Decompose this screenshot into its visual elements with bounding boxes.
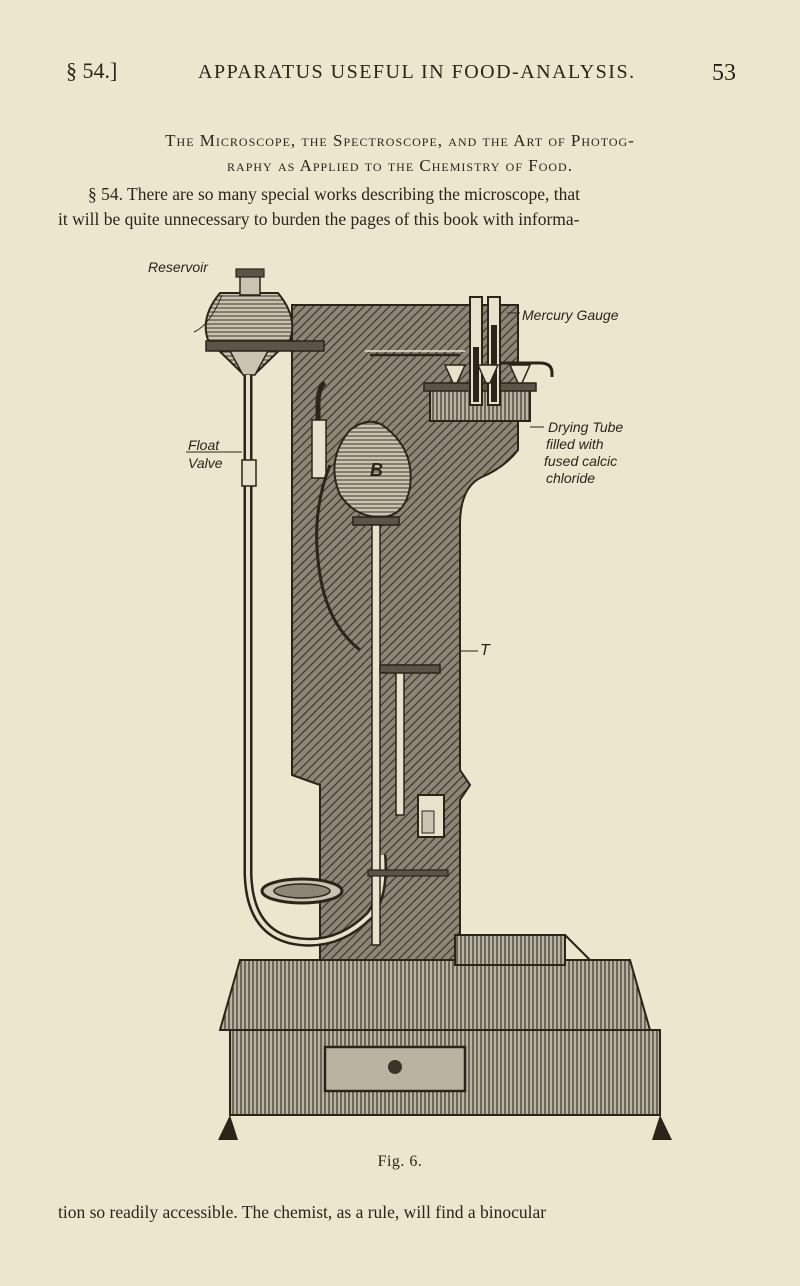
central-tube bbox=[371, 524, 381, 946]
tube-t-label: T bbox=[480, 642, 490, 659]
heading-line-1: The Microscope, the Spectroscope, and th… bbox=[165, 131, 635, 150]
mercury-gauge-label: Mercury Gauge bbox=[522, 307, 619, 323]
drying-tube-label-3: fused calcic bbox=[544, 453, 618, 469]
apparatus-illustration bbox=[186, 268, 672, 1140]
float-label: Float bbox=[188, 437, 220, 453]
apparatus-figure: Reservoir Mercury Gauge Float Valve Dryi… bbox=[148, 255, 700, 1145]
float-valve bbox=[241, 459, 257, 487]
running-head-title: APPARATUS USEFUL IN FOOD-ANALYSIS. bbox=[198, 61, 636, 83]
apparatus-base bbox=[218, 959, 652, 1031]
drawer-knob bbox=[388, 1060, 402, 1074]
reservoir-label: Reservoir bbox=[148, 259, 208, 275]
continuation-line: tion so readily accessible. The chemist,… bbox=[58, 1202, 547, 1222]
drying-tube-label-4: chloride bbox=[546, 470, 596, 486]
drying-tube-label-1: Drying Tube bbox=[548, 419, 624, 435]
paragraph-line-2: it will be quite unnecessary to burden t… bbox=[58, 209, 580, 229]
paragraph-line-1: § 54. There are so many special works de… bbox=[88, 184, 580, 204]
bulb-b-label: B bbox=[370, 460, 383, 480]
drying-tube bbox=[500, 361, 554, 377]
body-paragraph: § 54. There are so many special works de… bbox=[58, 182, 742, 232]
valve-label: Valve bbox=[188, 455, 223, 471]
figure-caption: Fig. 6. bbox=[377, 1153, 423, 1170]
page-number: 53 bbox=[712, 60, 736, 86]
bulb-b bbox=[333, 420, 412, 519]
section-heading: The Microscope, the Spectroscope, and th… bbox=[70, 128, 730, 178]
heading-line-2: raphy as Applied to the Chemistry of Foo… bbox=[227, 156, 573, 175]
drying-tube-label-2: filled with bbox=[546, 436, 604, 452]
section-marker: § 54.] bbox=[66, 58, 118, 83]
running-head: § 54.] APPARATUS USEFUL IN FOOD-ANALYSIS… bbox=[66, 58, 736, 98]
